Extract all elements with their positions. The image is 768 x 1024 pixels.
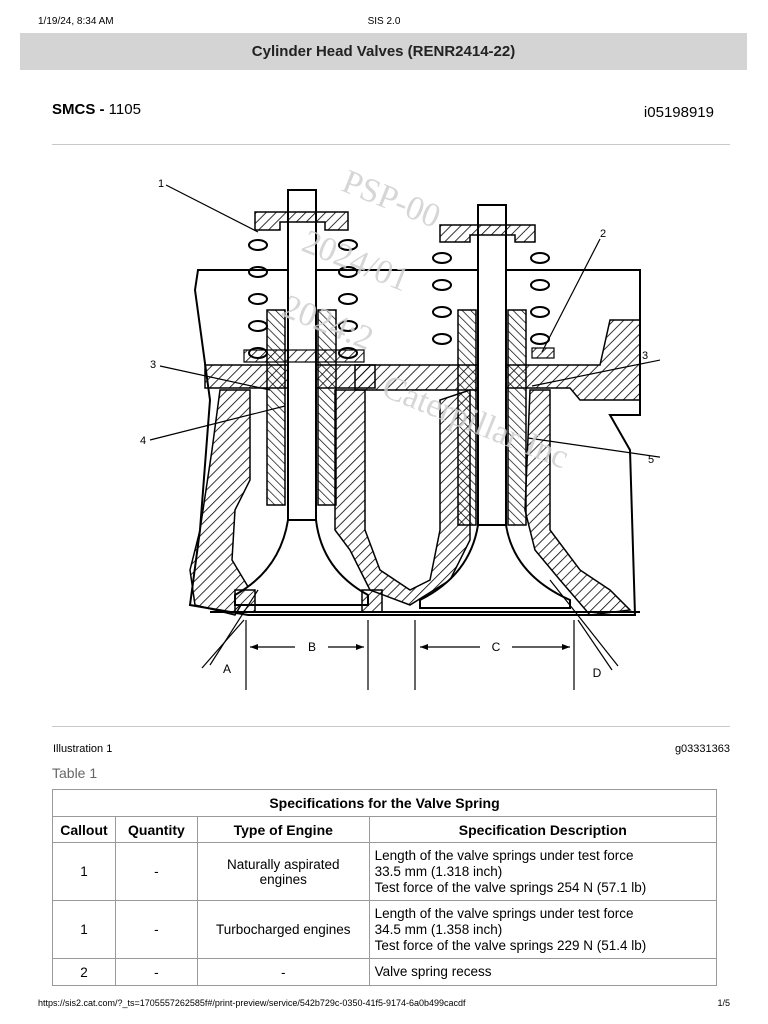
- dimension-a-label: A: [223, 662, 231, 676]
- smcs-code: SMCS - 1105: [52, 101, 141, 118]
- callout-4: 4: [140, 435, 146, 447]
- page-number: 1/5: [717, 998, 730, 1008]
- cell-spec-description: Length of the valve springs under test f…: [368, 842, 718, 901]
- cell-callout: 1: [52, 842, 116, 901]
- table-title: Specifications for the Valve Spring: [52, 789, 717, 817]
- cell-engine-type: Naturally aspirated engines: [196, 842, 370, 901]
- print-datetime: 1/19/24, 8:34 AM: [38, 16, 114, 27]
- callout-5: 5: [648, 454, 654, 466]
- cell-engine-type: Turbocharged engines: [196, 900, 370, 959]
- page-title: Cylinder Head Valves (RENR2414-22): [20, 33, 747, 70]
- column-header-quantity: Quantity: [114, 816, 198, 843]
- valve-spring-spec-table: Specifications for the Valve Spring Call…: [52, 789, 718, 986]
- cell-quantity: -: [114, 958, 198, 986]
- divider: [52, 144, 730, 145]
- cell-spec-description: Length of the valve springs under test f…: [368, 900, 718, 959]
- cylinder-head-diagram: B C A D 1 2 3 3 4 5 PSP-00 2024/01 2024:…: [140, 163, 681, 690]
- dimension-b-label: B: [308, 640, 316, 654]
- callout-1: 1: [158, 178, 164, 190]
- illustration-id: g03331363: [674, 743, 730, 755]
- column-header-engine-type: Type of Engine: [196, 816, 370, 843]
- print-header: 1/19/24, 8:34 AM SIS 2.0: [0, 16, 768, 30]
- column-header-callout: Callout: [52, 816, 116, 843]
- divider: [52, 726, 730, 727]
- cell-callout: 1: [52, 900, 116, 959]
- cell-quantity: -: [114, 842, 198, 901]
- cell-quantity: -: [114, 900, 198, 959]
- dimension-d-label: D: [593, 666, 602, 680]
- callout-2: 2: [600, 228, 606, 240]
- table-row: 2 - - Valve spring recess: [52, 958, 718, 986]
- cell-engine-type: -: [196, 958, 370, 986]
- svg-text:PSP-00: PSP-00: [337, 163, 445, 236]
- column-header-spec-description: Specification Description: [368, 816, 718, 843]
- page-url[interactable]: https://sis2.cat.com/?_ts=1705557262585f…: [38, 998, 466, 1008]
- document-id: i05198919: [643, 104, 714, 121]
- cell-spec-description: Valve spring recess: [368, 958, 718, 986]
- smcs-label: SMCS -: [52, 101, 105, 118]
- dimension-c-label: C: [492, 640, 501, 654]
- illustration-caption: Illustration 1: [53, 743, 113, 755]
- valve-illustration: B C A D 1 2 3 3 4 5 PSP-00 2024/01 2024:…: [140, 150, 681, 695]
- print-app-name: SIS 2.0: [367, 16, 401, 27]
- table-row: 1 - Turbocharged engines Length of the v…: [52, 900, 718, 959]
- smcs-value: 1105: [108, 101, 141, 118]
- callout-3-left: 3: [150, 359, 156, 371]
- table-label: Table 1: [52, 765, 98, 781]
- table-row: 1 - Naturally aspirated engines Length o…: [52, 842, 718, 901]
- print-footer: https://sis2.cat.com/?_ts=1705557262585f…: [0, 998, 768, 1012]
- cell-callout: 2: [52, 958, 116, 986]
- callout-3-right: 3: [642, 350, 648, 362]
